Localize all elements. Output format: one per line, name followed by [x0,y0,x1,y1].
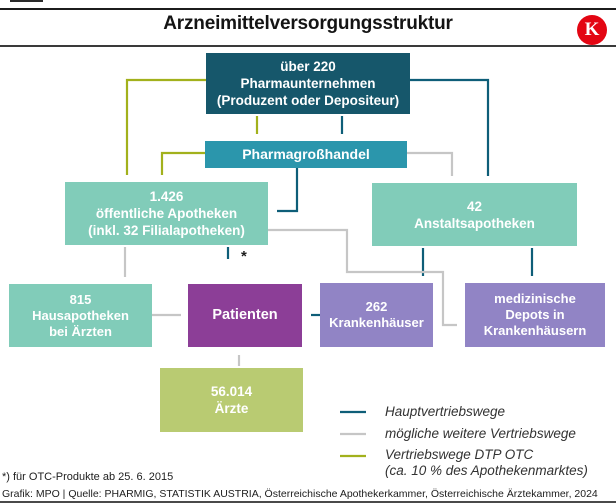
legend-label-possible-routes: mögliche weitere Vertriebswege [385,426,576,441]
box-line: (Produzent oder Depositeur) [216,93,400,108]
box-line: öffentliche Apotheken [95,206,238,221]
bottom-rule [0,501,616,503]
box-line: Hausapotheken [32,307,129,323]
box-medical-depots: medizinische Depots in Krankenhäusern [465,283,605,347]
box-line: Anstaltsapotheken [414,215,535,231]
box-patients: Patienten [188,284,302,347]
footnote-asterisk: * [241,248,247,265]
arrow-public-to-depots-possible [268,228,457,327]
arrow-wholesale-to-public-dtp [160,151,206,175]
box-line: Krankenhäuser [329,315,424,330]
box-line: bei Ärzten [49,323,112,339]
arrow-pharma-to-institutional-main [410,78,490,176]
page-title: Arzneimittelversorgungsstruktur [163,13,453,34]
box-line: (inkl. 32 Filialapotheken) [88,223,245,238]
box-line: über 220 [280,59,336,74]
brand-logo: K [577,15,607,45]
box-line: Depots in [505,307,565,322]
arrow-pharma-to-public-dtp [125,78,207,175]
box-wholesale: Pharmagroßhandel [205,141,407,168]
legend-label-dtp-routes: Vertriebswege DTP OTC (ca. 10 % des Apot… [385,447,588,479]
box-line: 262 [365,299,388,314]
legend-label-main-routes: Hauptvertriebswege [385,404,506,419]
footnote-text: *) für OTC-Produkte ab 25. 6. 2015 [2,471,174,483]
box-hospitals: 262 Krankenhäuser [320,283,433,347]
box-line: 815 [69,291,92,307]
box-doctors: 56.014 Ärzte [160,368,303,432]
arrow-wholesale-to-institutional-possible [407,151,454,176]
box-line: Krankenhäusern [483,323,587,338]
top-edge-artifact [10,0,43,2]
box-line: Patienten [212,307,278,323]
box-line: 56.014 [210,384,253,399]
legend-label-dtp-line1: Vertriebswege DTP OTC [385,447,534,462]
box-line: Pharmaunternehmen [240,76,376,91]
box-institutional-pharmacies: 42 Anstaltsapotheken [372,183,577,246]
box-line: medizinische [494,291,576,306]
arrow-wholesale-to-public-main [277,168,299,213]
box-pharma-companies: über 220 Pharmaunternehmen (Produzent od… [206,53,410,114]
box-line: 1.426 [149,189,184,204]
legend-label-dtp-line2: (ca. 10 % des Apothekenmarktes) [385,463,588,478]
header-top-rule [0,8,616,10]
source-credit-text: Grafik: MPO | Quelle: PHARMIG, STATISTIK… [2,488,598,500]
box-line: Ärzte [214,401,249,416]
box-line: Pharmagroßhandel [242,146,370,162]
box-line: 42 [466,198,483,214]
header-bottom-rule [0,45,616,47]
box-public-pharmacies: 1.426 öffentliche Apotheken (inkl. 32 Fi… [65,182,268,245]
box-house-pharmacies: 815 Hausapotheken bei Ärzten [9,284,152,347]
